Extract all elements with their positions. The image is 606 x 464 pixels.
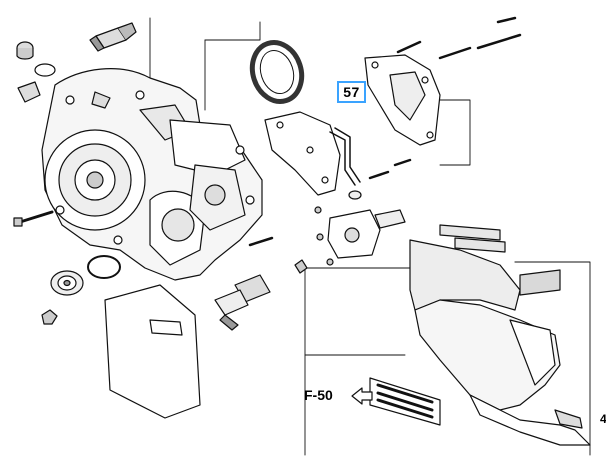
cover-plate-right: [364, 54, 441, 146]
oil-pipe: [329, 127, 361, 186]
lower-cover: [104, 284, 201, 419]
cap-top-left: [16, 41, 34, 60]
edge-part-label: 4: [600, 412, 606, 426]
crankcase-cover: [41, 68, 263, 281]
reference-arrow: [351, 387, 373, 405]
switch-sensor: [214, 236, 274, 331]
reference-label[interactable]: F-50: [304, 387, 333, 403]
gasket-plate: [264, 111, 341, 196]
bolt-left: [13, 210, 54, 227]
hardware-bag: [369, 377, 441, 426]
gasket-ring: [249, 40, 305, 104]
nut-bottom-left: [41, 309, 58, 325]
oil-pump: [327, 209, 406, 259]
pulley: [50, 270, 84, 296]
bracket-left: [17, 81, 41, 103]
bolts-top-right: [368, 16, 522, 180]
oring-bottom: [87, 255, 121, 279]
oring-left: [34, 63, 56, 77]
side-cover: [409, 239, 591, 446]
part-number-label: 57: [343, 84, 360, 100]
seal-strips: [439, 224, 561, 296]
part-callout-57[interactable]: 57: [337, 81, 366, 103]
sensor-top: [89, 22, 137, 52]
small-parts-middle: [294, 190, 362, 274]
